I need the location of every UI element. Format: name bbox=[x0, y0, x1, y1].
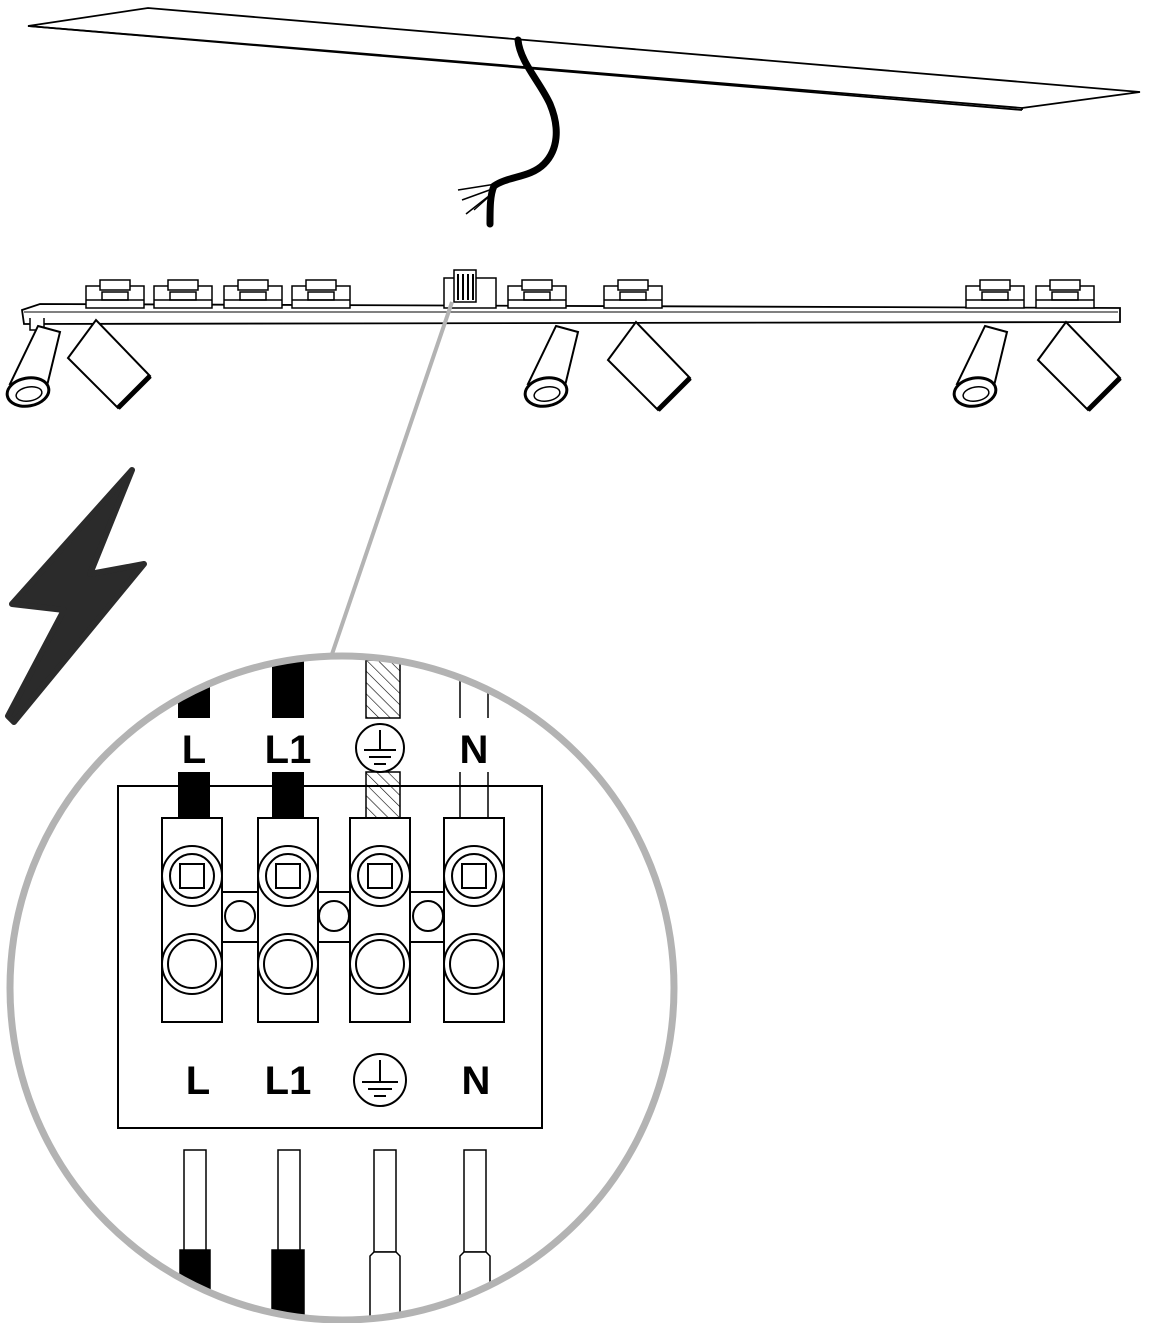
spotlight bbox=[66, 318, 152, 410]
magnified-terminal-view: L L1 N L bbox=[6, 652, 678, 1323]
driver-box bbox=[223, 279, 283, 309]
driver-box bbox=[965, 279, 1025, 309]
label-bottom-l: L bbox=[186, 1059, 210, 1103]
spotlights bbox=[5, 318, 1122, 412]
spotlight bbox=[523, 324, 580, 408]
terminal-block-mini bbox=[443, 269, 497, 309]
mounting-hole bbox=[412, 900, 444, 932]
spotlight bbox=[606, 320, 692, 412]
driver-box bbox=[85, 279, 145, 309]
terminal-cell bbox=[349, 817, 411, 1023]
spotlight bbox=[952, 324, 1009, 408]
top-labels: L L1 N bbox=[182, 723, 489, 773]
terminal-cell bbox=[443, 817, 505, 1023]
label-top-l: L bbox=[182, 728, 206, 772]
driver-box bbox=[507, 279, 567, 309]
spotlight bbox=[5, 324, 62, 408]
terminal-cell bbox=[161, 817, 223, 1023]
driver-box bbox=[1035, 279, 1095, 309]
callout-leader bbox=[328, 301, 454, 661]
label-bottom-l1: L1 bbox=[265, 1059, 312, 1103]
bottom-labels: L L1 N bbox=[186, 1053, 491, 1107]
driver-box bbox=[291, 279, 351, 309]
mounting-hole bbox=[224, 900, 256, 932]
terminal-block bbox=[161, 817, 505, 1023]
driver-box bbox=[153, 279, 213, 309]
label-top-l1: L1 bbox=[265, 728, 312, 772]
driver-box bbox=[603, 279, 663, 309]
magnifier-ring bbox=[6, 652, 678, 1323]
lightning-bolt-icon bbox=[5, 467, 147, 725]
label-top-n: N bbox=[460, 728, 489, 772]
label-bottom-n: N bbox=[462, 1059, 491, 1103]
spotlight bbox=[1036, 320, 1122, 412]
terminal-cell bbox=[257, 817, 319, 1023]
terminal-housing bbox=[117, 785, 543, 1129]
mounting-hole bbox=[318, 900, 350, 932]
supply-cable bbox=[457, 36, 560, 228]
outgoing-wires bbox=[179, 1149, 491, 1320]
track-bar bbox=[21, 269, 1121, 331]
earth-ground-icon bbox=[353, 1053, 407, 1107]
earth-ground-icon bbox=[355, 723, 405, 773]
ceiling-plate bbox=[27, 7, 1141, 111]
